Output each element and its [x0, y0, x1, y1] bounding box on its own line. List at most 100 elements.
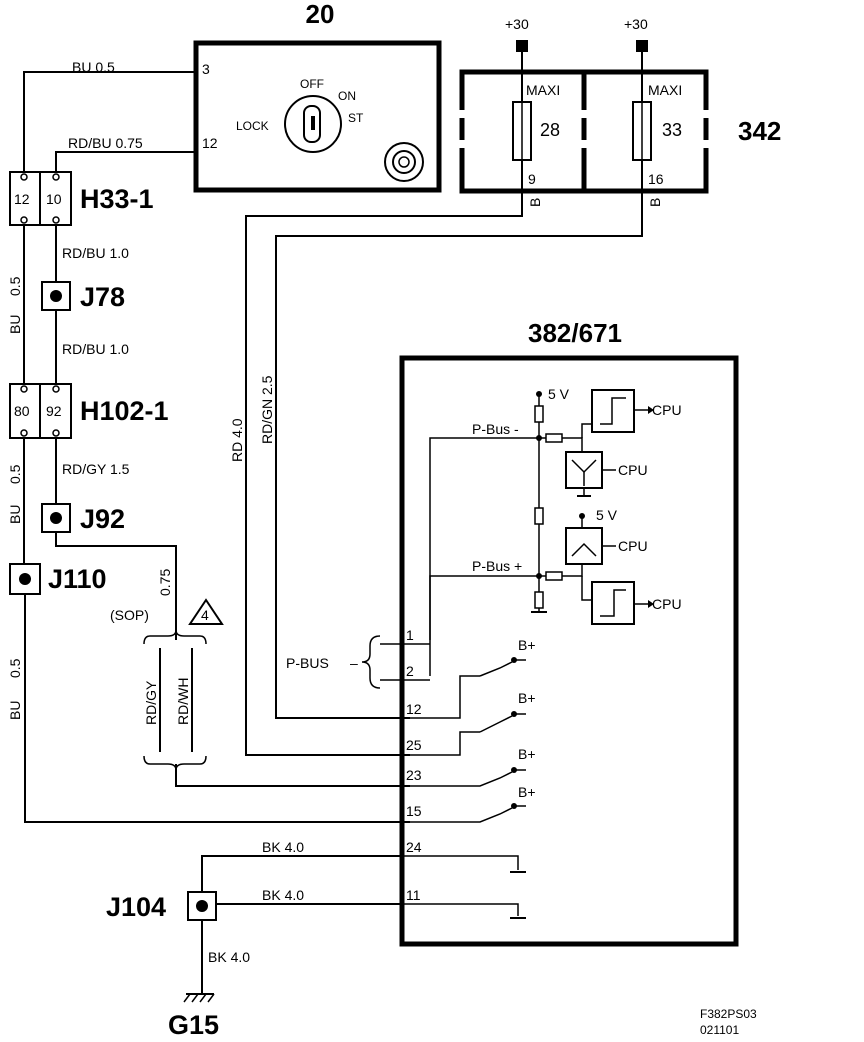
wire-rdbu-10-lower: RD/BU 1.0: [62, 341, 129, 357]
key-slot-pin-icon: [311, 116, 315, 130]
module-pin-24: 24: [406, 839, 422, 855]
wire-bk-40-a: BK 4.0: [262, 839, 304, 855]
wire-bu-05-top: BU 0.5: [72, 59, 115, 75]
cpu-label-2: CPU: [618, 462, 648, 478]
cpu-label-3: CPU: [618, 538, 648, 554]
control-module: 382/671 5 V P-Bus - CPU CPU 5 V: [399, 318, 739, 947]
cpu-label-1: CPU: [652, 402, 682, 418]
wire-rd-40: RD 4.0: [229, 418, 245, 462]
module-pin-15: 15: [406, 803, 422, 819]
supply-terminal-a: [516, 40, 528, 52]
wire-v05-a: 0.5: [7, 276, 23, 296]
wire-bu-b: BU: [7, 505, 23, 524]
wire-bk-40-c: BK 4.0: [208, 949, 250, 965]
module-box: [399, 355, 739, 947]
h33-pin-a: 12: [14, 191, 30, 207]
ignition-pin-3: 3: [202, 61, 210, 77]
fuse-a-number: 28: [540, 120, 560, 140]
h102-pin-b: 92: [46, 403, 62, 419]
wire-rdwh-sop: RD/WH: [175, 678, 191, 725]
ground-id: G15: [168, 1010, 219, 1040]
fuse-a-type: MAXI: [526, 82, 560, 98]
pbus-bracket: P-BUS –: [286, 635, 402, 689]
wire-bu-a: BU: [7, 315, 23, 334]
note-number: 4: [201, 607, 209, 623]
wire-b-label-a: B: [527, 198, 543, 207]
bplus-label-4: B+: [518, 784, 536, 800]
note-triangle-icon: [188, 598, 224, 625]
bplus-label-2: B+: [518, 690, 536, 706]
wire-v05-c: 0.5: [7, 658, 23, 678]
comparator-upper: [591, 389, 635, 433]
wire-bk-40-b: BK 4.0: [262, 887, 304, 903]
h33-pin-b: 10: [46, 191, 62, 207]
fuse-a-pin: 9: [528, 171, 536, 187]
bplus-label-1: B+: [518, 637, 536, 653]
bplus-label-3: B+: [518, 746, 536, 762]
feed-wires: RD 4.0 RD/GN 2.5: [229, 191, 643, 756]
connector-h102-id: H102-1: [80, 396, 169, 426]
wire-v05-b: 0.5: [7, 464, 23, 484]
illumination-ring-icon: [384, 142, 424, 182]
splice-j78: [41, 281, 71, 311]
bplus-switch-15: B+: [402, 784, 536, 823]
fuse-b-number: 33: [662, 120, 682, 140]
module-pin-12: 12: [406, 701, 422, 717]
ground-icon: [183, 993, 215, 1003]
left-harness: BU 0.5 RD/BU 0.75 12 10 H33-1 RD/BU 1.0 …: [7, 59, 410, 823]
fuse-b-type: MAXI: [648, 82, 682, 98]
fuse-box-id: 342: [738, 116, 781, 146]
pbus-plus-label: P-Bus +: [472, 558, 522, 574]
ground-wiring: BK 4.0 BK 4.0 J104 BK 4.0 G15: [106, 839, 402, 1040]
ignition-off-label: OFF: [300, 77, 324, 91]
supply-terminal-b: [636, 40, 648, 52]
comparator-lower: [591, 581, 635, 625]
ignition-on-label: ON: [338, 89, 356, 103]
footer-code: F382PS03: [700, 1007, 757, 1021]
wire-rdbu-075: RD/BU 0.75: [68, 135, 143, 151]
bplus-switch-23: B+: [402, 746, 536, 787]
fuse-b-pin: 16: [648, 171, 664, 187]
transistor-lower: [565, 527, 603, 565]
ignition-lock-label: LOCK: [236, 119, 269, 133]
h102-pin-a: 80: [14, 403, 30, 419]
module-pin-1: 1: [406, 627, 414, 643]
splice-j92-id: J92: [80, 504, 125, 534]
cpu-label-4: CPU: [652, 596, 682, 612]
wire-rdgy-sop: RD/GY: [143, 680, 159, 725]
module-id: 382/671: [528, 318, 622, 348]
pbus-label: P-BUS: [286, 655, 329, 671]
footer-date: 021101: [700, 1023, 739, 1037]
ignition-switch-id: 20: [306, 0, 335, 29]
supply-label-b: +30: [624, 16, 648, 32]
module-pin-2: 2: [406, 663, 414, 679]
wire-rdgn-25: RD/GN 2.5: [259, 375, 275, 444]
module-pin-11: 11: [406, 887, 421, 903]
fuse-box: 342 +30 +30 MAXI MAXI 28 33 9 16: [458, 16, 781, 194]
connector-h33-id: H33-1: [80, 184, 154, 214]
ignition-pin-12: 12: [202, 135, 218, 151]
pbus-minus-label: P-Bus -: [472, 421, 519, 437]
splice-j110-id: J110: [48, 564, 107, 594]
wire-b-label-b: B: [647, 198, 663, 207]
splice-j104-id: J104: [106, 892, 166, 922]
bplus-switch-12: B+: [402, 637, 536, 719]
ignition-switch-box: [193, 40, 442, 193]
module-pin-23: 23: [406, 767, 422, 783]
upper-5v: 5 V: [548, 386, 570, 402]
module-pin-25: 25: [406, 737, 422, 753]
wire-v075: 0.75: [157, 569, 173, 596]
supply-label-a: +30: [505, 16, 529, 32]
bplus-switch-25: B+: [402, 690, 536, 756]
ignition-switch: 20 3 12 OFF ON LOCK ST: [193, 0, 442, 193]
wire-rdbu-10-upper: RD/BU 1.0: [62, 245, 129, 261]
key-slot-icon: [303, 105, 321, 143]
pbus-dash: –: [350, 655, 358, 671]
wire-rdgy-15: RD/GY 1.5: [62, 461, 130, 477]
ignition-st-label: ST: [348, 111, 364, 125]
lower-5v: 5 V: [596, 507, 618, 523]
sop-note: (SOP): [110, 607, 149, 623]
splice-j78-id: J78: [80, 282, 125, 312]
key-cylinder-icon: [284, 95, 342, 153]
